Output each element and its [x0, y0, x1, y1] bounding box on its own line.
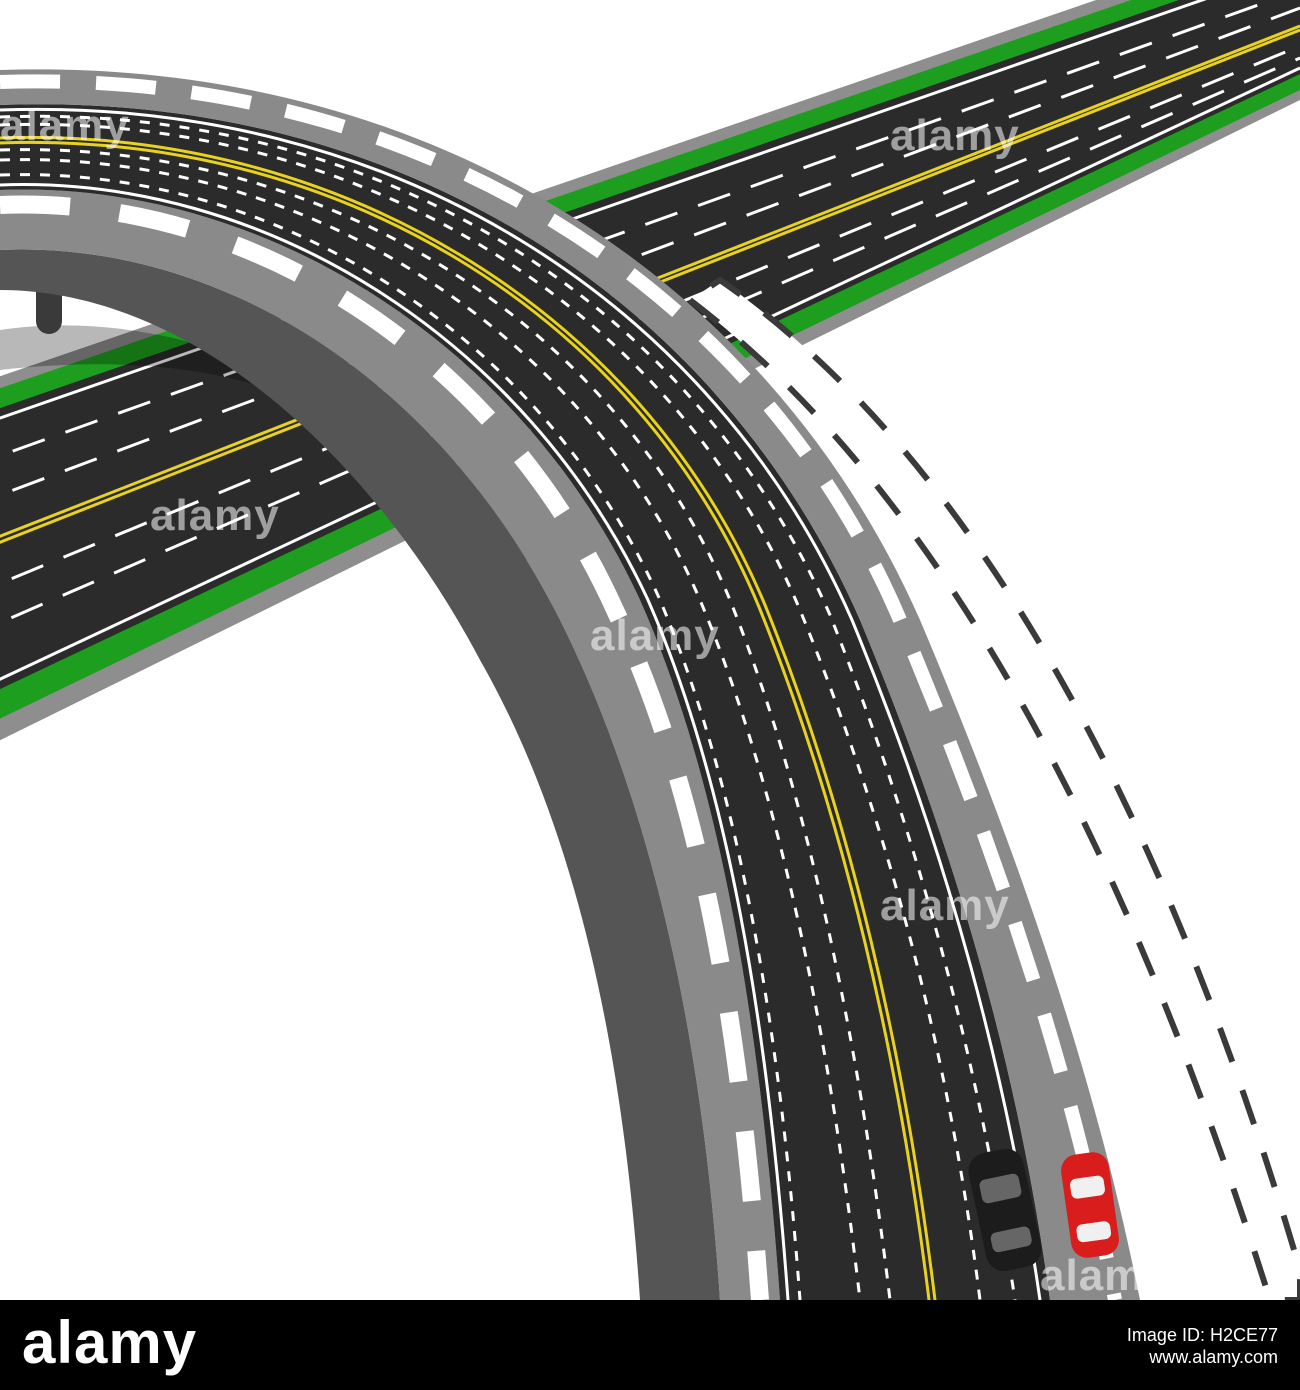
watermark-text: alamy: [0, 101, 130, 150]
bridge-outer-railing-wall: [684, 276, 1300, 1300]
footer-logo: alamy: [22, 1309, 198, 1376]
watermark-text: alamy: [150, 491, 280, 540]
watermark-text: alamy: [1040, 1251, 1170, 1300]
site-url: www.alamy.com: [1149, 1347, 1278, 1367]
bridge-edge-lines: [0, 107, 1042, 1300]
bridge-outer-barrier: [0, 69, 1140, 1300]
curved-overpass: [0, 69, 1300, 1300]
watermark-text: alamy: [880, 881, 1010, 930]
image-id-label: Image ID: H2CE77: [1126, 1325, 1278, 1345]
bridge-lane-markings: [0, 114, 1017, 1300]
bridge-side-wall: [0, 249, 720, 1300]
watermark-text: alamy: [590, 611, 720, 660]
watermarks: alamy alamy alamy alamy alamy alamy: [0, 101, 1170, 1300]
highway-interchange-illustration: alamy alamy alamy alamy alamy alamy: [0, 0, 1300, 1300]
footer-bar: alamy Image ID: H2CE77 www.alamy.com: [0, 1300, 1300, 1390]
bridge-center-line: [0, 135, 937, 1300]
bridge-inner-barrier: [0, 189, 780, 1300]
watermark-text: alamy: [890, 111, 1020, 160]
bridge-outer-railing: [0, 74, 1122, 1300]
car-dark: [968, 1148, 1042, 1272]
bridge-asphalt-deck: [0, 104, 1050, 1300]
footer-image-id: Image ID: H2CE77 www.alamy.com: [1127, 1324, 1278, 1368]
car-red: [1061, 1152, 1119, 1258]
bridge-inner-railing: [0, 195, 769, 1300]
